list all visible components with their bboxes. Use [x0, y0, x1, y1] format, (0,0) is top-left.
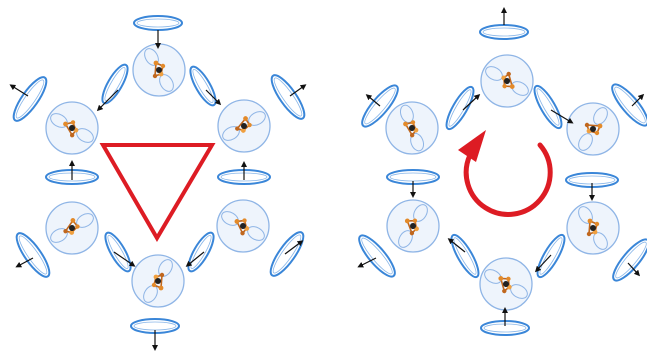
ring-ellipse — [9, 73, 52, 125]
ring-inner — [451, 236, 479, 276]
sphere-top — [481, 55, 533, 107]
arrow-inner-top-right — [206, 90, 219, 103]
ring-inner-top-left — [98, 61, 132, 106]
ring-inner — [534, 87, 562, 127]
ring-inner-top-left — [442, 84, 478, 133]
sphere-upper-left — [46, 102, 98, 154]
sphere-lower-left — [46, 202, 98, 254]
circular-arc — [466, 145, 550, 214]
ring-inner — [13, 77, 48, 120]
ring-inner-bottom-right — [533, 232, 569, 281]
sphere-bottom — [480, 258, 532, 310]
ring-inner — [270, 232, 305, 275]
ring-ellipse — [533, 232, 569, 281]
ring-ellipse — [447, 232, 483, 281]
ring-ellipse — [98, 61, 132, 106]
ring-top-outer — [134, 16, 182, 30]
ring-inner-top-right — [530, 83, 566, 132]
ring-upper-left-outer — [9, 73, 52, 125]
ring-ellipse — [267, 71, 310, 123]
ring-lower-right-outer — [266, 228, 309, 280]
ring-inner — [271, 75, 306, 118]
ring-ellipse — [266, 228, 309, 280]
ring-ellipse — [480, 25, 528, 39]
ring-inner — [537, 236, 565, 276]
ring-inner — [446, 88, 474, 128]
sphere-upper-right — [218, 100, 270, 152]
sphere-upper-left — [386, 102, 438, 154]
ring-ellipse — [101, 229, 135, 274]
ring-inner — [16, 233, 51, 276]
sphere-lower-right — [567, 202, 619, 254]
sphere-upper-right — [567, 103, 619, 155]
sphere-lower-left — [387, 200, 439, 252]
triangle-icon — [103, 145, 212, 238]
sphere-lower-right — [217, 200, 269, 252]
arrow-inner-top-left — [463, 96, 478, 110]
ring-inner — [134, 322, 176, 330]
ring-ellipse — [134, 16, 182, 30]
ring-inner — [390, 173, 436, 181]
right-arrangement — [354, 10, 647, 335]
ring-ellipse — [442, 84, 478, 133]
ring-ellipse — [186, 63, 220, 108]
ring-inner — [137, 19, 179, 27]
sphere-top — [133, 44, 185, 96]
left-arrangement — [9, 16, 310, 348]
circular-arrow-head — [458, 130, 486, 162]
ring-inner — [358, 235, 395, 277]
ring-inner-top-right — [186, 63, 220, 108]
ring-inner — [569, 176, 615, 184]
ring-inner-bottom-left — [101, 229, 135, 274]
ring-ellipse — [530, 83, 566, 132]
ring-ellipse — [184, 229, 218, 274]
ring-upper-right-outer — [267, 71, 310, 123]
ring-inner — [483, 28, 525, 36]
ring-top-outer — [480, 25, 528, 39]
circular-arrow-icon — [458, 130, 550, 214]
ring-inner-bottom-right — [184, 229, 218, 274]
sphere-bottom — [132, 255, 184, 307]
ring-inner-bottom-left — [447, 232, 483, 281]
